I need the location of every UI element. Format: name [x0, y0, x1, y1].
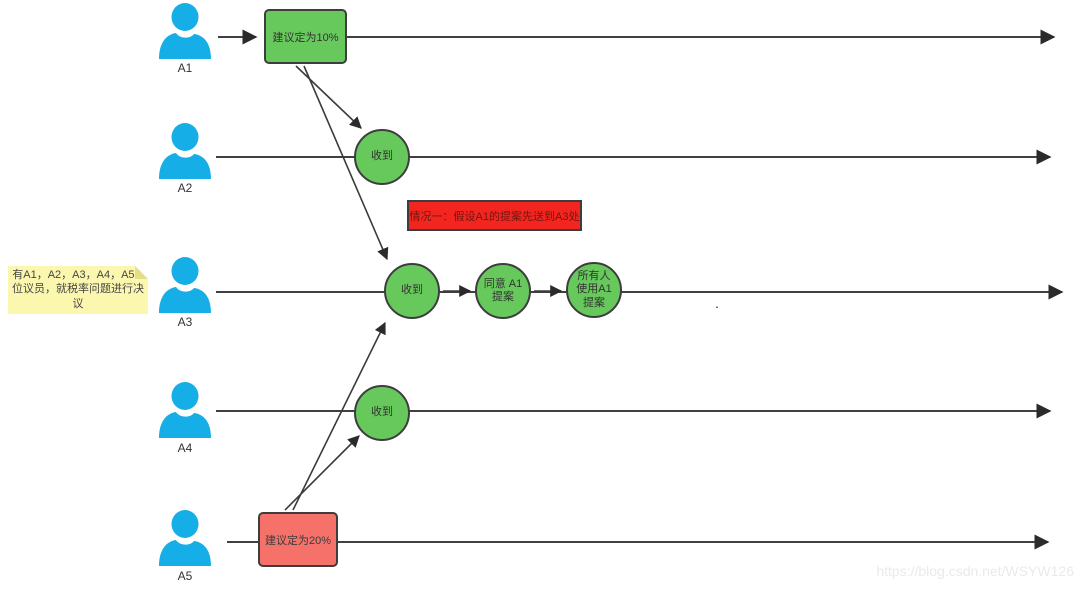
node-received-a4: 收到: [354, 385, 410, 441]
node-all-use-a1: 所有人 使用A1 提案: [566, 262, 622, 318]
arrow-propose20-to-a4: [284, 435, 360, 511]
person-icon: [156, 257, 214, 313]
person-icon: [156, 382, 214, 438]
watermark-url: https://blog.csdn.net/WSYW126: [876, 563, 1074, 579]
note-fold-corner: [135, 266, 148, 279]
arrow-propose10-to-a3: [303, 65, 389, 261]
arrow-propose10-to-a2: [295, 65, 362, 129]
node-received-a3: 收到: [384, 263, 440, 319]
case-banner: 情况一：假设A1的提案先送到A3处: [407, 200, 582, 231]
node-propose-20: 建议定为20%: [258, 512, 338, 567]
actor-label-a2: A2: [177, 181, 193, 195]
actor-label-a5: A5: [177, 569, 193, 583]
actor-label-a4: A4: [177, 441, 193, 455]
stray-dot: .: [715, 295, 719, 311]
arrow-propose20-to-a3: [292, 321, 386, 511]
person-icon: [156, 123, 214, 179]
actor-label-a3: A3: [177, 315, 193, 329]
node-propose-10: 建议定为10%: [264, 9, 347, 64]
person-icon: [156, 510, 214, 566]
node-agree-a1: 同意 A1 提案: [475, 263, 531, 319]
person-icon: [156, 3, 214, 59]
actor-label-a1: A1: [177, 61, 193, 75]
note-tax-decision: 有A1，A2，A3，A4，A5 5 位议员，就税率问题进行决 议: [8, 266, 148, 314]
node-received-a2: 收到: [354, 129, 410, 185]
